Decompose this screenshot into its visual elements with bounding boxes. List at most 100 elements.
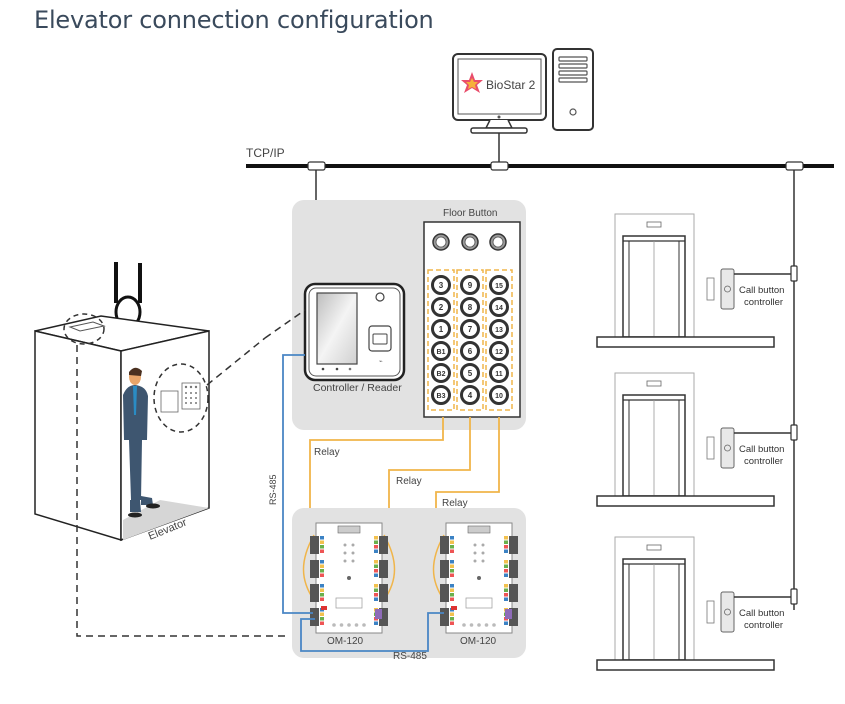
landing-floor-slab	[596, 336, 775, 348]
bus-connector	[790, 265, 798, 282]
landing-floor-slab	[596, 495, 775, 507]
floor-button-label: 11	[495, 371, 503, 378]
floor-indicator	[646, 544, 662, 551]
relay-group	[456, 269, 484, 411]
call-button-controller-device	[720, 268, 735, 310]
rs485-vertical-label: RS-485	[268, 474, 278, 505]
pc-power-button	[569, 108, 577, 116]
tcpip-label: TCP/IP	[246, 146, 285, 160]
floor-button-title: Floor Button	[443, 208, 497, 219]
floor-button-label: 3	[439, 281, 444, 290]
floor-button-label: 9	[468, 281, 473, 290]
call-button-controller-device	[720, 427, 735, 469]
bus-connector	[790, 588, 798, 605]
call-controller-label: Call button	[739, 608, 784, 619]
fingerprint-sensor-icon	[368, 325, 392, 352]
floor-button-9: 9	[460, 275, 480, 295]
floor-button-1: 1	[431, 319, 451, 339]
rs485-bottom-label: RS-485	[393, 651, 427, 662]
relay-label-2: Relay	[396, 476, 422, 487]
server-workstation: BioStar 2	[452, 48, 594, 162]
floor-button-7: 7	[460, 319, 480, 339]
floor-button-label: 15	[495, 283, 503, 290]
elevator-car: Elevator	[34, 262, 210, 543]
hall-call-button	[706, 277, 715, 301]
function-buttons	[432, 233, 507, 251]
floor-button-4: 4	[460, 385, 480, 405]
hall-call-button	[706, 436, 715, 460]
door-close-icon	[489, 233, 507, 251]
monitor-base	[470, 127, 528, 134]
floor-button-15: 15	[489, 275, 509, 295]
relay-label-1: Relay	[314, 447, 340, 458]
om-120-modules	[310, 522, 518, 634]
floor-button-label: B2	[437, 371, 446, 378]
biostar-logo-icon	[461, 72, 483, 93]
call-controller-label: Call button	[739, 285, 784, 296]
controller-label: Controller / Reader	[313, 382, 402, 394]
callout-lines	[76, 309, 306, 637]
hall-call-button	[706, 600, 715, 624]
floor-button-label: 14	[495, 305, 503, 312]
floor-button-3: 3	[431, 275, 451, 295]
landing-floor-slab	[596, 659, 775, 671]
floor-button-label: 8	[468, 303, 473, 312]
floor-button-label: 4	[468, 391, 473, 400]
relay-label-3: Relay	[442, 498, 468, 509]
floor-button-6: 6	[460, 341, 480, 361]
network-tap	[785, 161, 804, 171]
call-controller-label: controller	[744, 620, 783, 631]
page-title: Elevator connection configuration	[34, 6, 434, 34]
call-controller-label: Call button	[739, 444, 784, 455]
network-tap	[490, 161, 509, 171]
network-tap	[307, 161, 326, 171]
floor-button-2: 2	[431, 297, 451, 317]
person-figure	[123, 367, 160, 518]
door-open-icon	[432, 233, 450, 251]
floor-button-label: B1	[437, 349, 446, 356]
floor-button-label: 2	[439, 303, 444, 312]
pc-tower	[552, 48, 594, 131]
biostar-label: BioStar 2	[486, 78, 536, 92]
cab-device-highlight	[153, 363, 209, 433]
call-controller-label: controller	[744, 456, 783, 467]
monitor-led	[497, 115, 501, 119]
controller-reader: ⌁	[303, 282, 406, 382]
relay-group	[485, 269, 513, 411]
floor-button-label: 12	[495, 349, 503, 356]
module-label-1: OM-120	[327, 636, 364, 647]
floor-button-label: 1	[439, 325, 444, 334]
call-button-controller-device	[720, 591, 735, 633]
floor-button-14: 14	[489, 297, 509, 317]
floor-button-8: 8	[460, 297, 480, 317]
floor-button-label: 7	[468, 325, 473, 334]
floor-button-label: 6	[468, 347, 473, 356]
floor-button-5: 5	[460, 363, 480, 383]
pc-tower-vents	[558, 56, 588, 83]
floor-button-B1: B1	[431, 341, 451, 361]
reader-camera-icon	[375, 292, 385, 302]
floor-button-13: 13	[489, 319, 509, 339]
call-controller-label: controller	[744, 297, 783, 308]
floor-button-11: 11	[489, 363, 509, 383]
floor-indicator	[646, 380, 662, 387]
floor-button-label: 13	[495, 327, 503, 334]
top-device-highlight	[63, 313, 105, 345]
floor-button-B2: B2	[431, 363, 451, 383]
floor-button-10: 10	[489, 385, 509, 405]
om-120-module	[310, 522, 388, 634]
om-120-module	[440, 522, 518, 634]
floor-button-label: 10	[495, 393, 503, 400]
bell-icon	[461, 233, 479, 251]
floor-button-label: 5	[468, 369, 473, 378]
floor-indicator	[646, 221, 662, 228]
monitor-stand	[484, 119, 514, 129]
module-label-2: OM-120	[460, 636, 497, 647]
rs485-wiring	[282, 354, 444, 652]
floor-button-B3: B3	[431, 385, 451, 405]
